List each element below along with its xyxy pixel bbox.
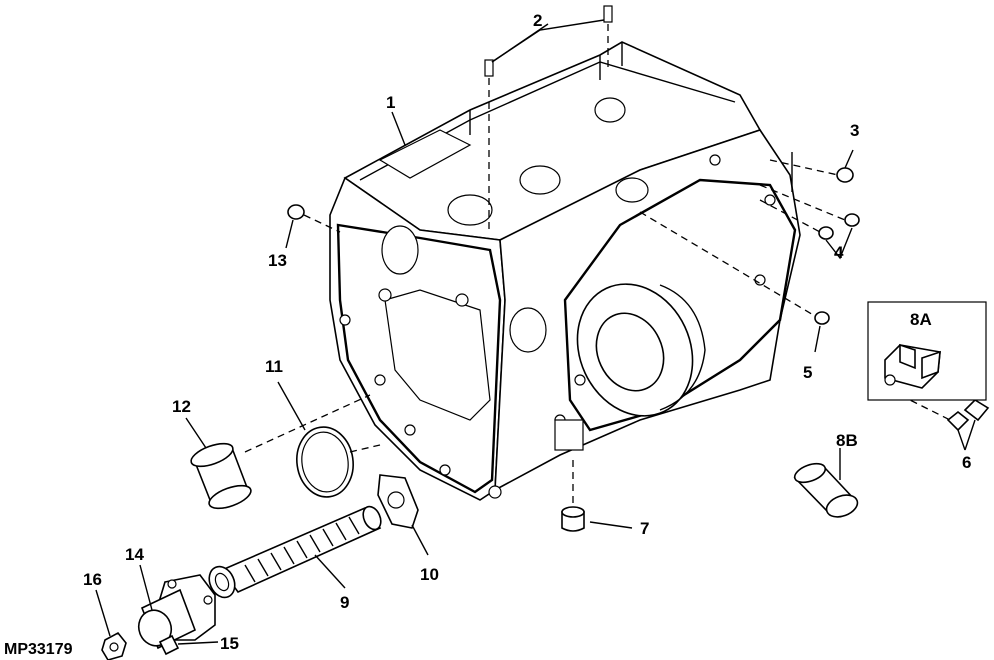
plug-5 xyxy=(639,211,830,353)
callout-5: 5 xyxy=(803,363,812,382)
callout-9: 9 xyxy=(340,593,349,612)
callout-1: 1 xyxy=(386,93,395,112)
callout-2: 2 xyxy=(533,11,542,30)
figure-id: MP33179 xyxy=(4,641,73,658)
screws-15 xyxy=(158,634,219,656)
callout-6: 6 xyxy=(962,453,971,472)
callout-12: 12 xyxy=(172,397,191,416)
callout-11: 11 xyxy=(265,357,283,376)
flange-housing-14 xyxy=(137,564,216,650)
callout-8b: 8B xyxy=(836,431,858,450)
callout-8a: 8A xyxy=(910,310,932,329)
leader-1 xyxy=(391,111,406,146)
plugs-4 xyxy=(759,152,860,260)
bushing-12 xyxy=(185,394,371,510)
callout-10: 10 xyxy=(420,565,439,584)
transmission-case-housing xyxy=(329,41,801,501)
callout-3: 3 xyxy=(850,121,859,140)
tube-9 xyxy=(208,505,382,599)
plug-7 xyxy=(561,460,633,532)
callout-7: 7 xyxy=(640,519,649,538)
callout-14: 14 xyxy=(125,545,144,564)
seal-ring-11 xyxy=(277,381,381,498)
pin-8b xyxy=(793,448,859,518)
nut-16 xyxy=(95,589,127,660)
callout-4: 4 xyxy=(834,243,844,262)
leader-2 xyxy=(491,23,549,63)
callout-13: 13 xyxy=(268,251,287,270)
gasket-10 xyxy=(377,474,429,556)
plug-13 xyxy=(285,204,341,249)
callout-15: 15 xyxy=(220,634,239,653)
detent-8a-inset xyxy=(867,301,987,401)
plug-3 xyxy=(769,149,854,183)
cap-screws-6 xyxy=(899,394,990,451)
callout-16: 16 xyxy=(83,570,102,589)
